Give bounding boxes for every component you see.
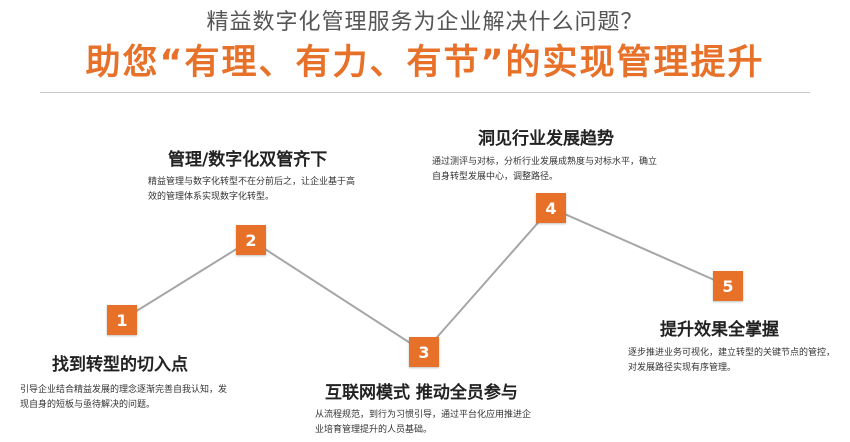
divider xyxy=(40,92,810,93)
step-5-title: 提升效果全掌握 xyxy=(660,320,779,340)
step-5-desc: 逐步推进业务可视化，建立转型的关键节点的管控，对发展路径实现有序管理。 xyxy=(628,348,836,373)
step-3-desc: 从流程规范，到行为习惯引导，通过平台化应用推进企业培育管理提升的人员基础。 xyxy=(315,410,532,435)
step-4-desc: 通过测评与对标，分析行业发展成熟度与对标水平，确立自身转型发展中心，调整路径。 xyxy=(432,157,658,182)
step-4-title: 洞见行业发展趋势 xyxy=(478,129,614,149)
step-2-desc: 精益管理与数字化转型不在分前后之，让企业基于高效的管理体系实现数字化转型。 xyxy=(148,177,356,202)
step-2-marker: 2 xyxy=(236,225,266,255)
page-title: 助您“有理、有力、有节”的实现管理提升 xyxy=(85,43,765,83)
step-3-title: 互联网模式 推动全员参与 xyxy=(325,383,518,403)
step-5-marker: 5 xyxy=(713,271,743,301)
page-subtitle: 精益数字化管理服务为企业解决什么问题？ xyxy=(206,10,644,35)
step-3-marker: 3 xyxy=(409,337,439,367)
trend-polyline xyxy=(121,206,729,354)
step-1-title: 找到转型的切入点 xyxy=(52,355,188,375)
step-1-marker: 1 xyxy=(107,305,137,335)
step-4-marker: 4 xyxy=(536,193,566,223)
step-2-title: 管理/数字化双管齐下 xyxy=(168,150,328,170)
step-1-desc: 引导企业结合精益发展的理念逐渐完善自我认知，发现自身的短板与亟待解决的问题。 xyxy=(20,385,228,410)
